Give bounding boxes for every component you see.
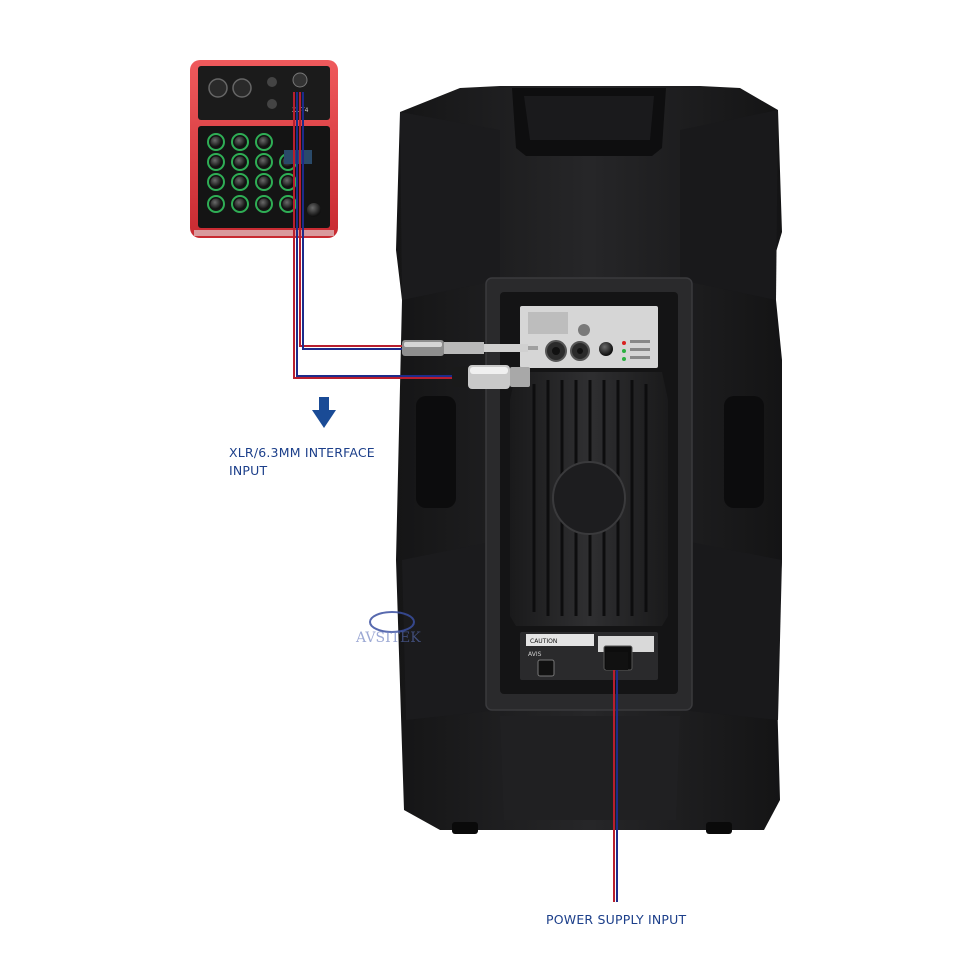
mixer-knob-ring [255, 153, 273, 171]
mixer-knob [234, 198, 246, 210]
audio-mixer: XL-T4 [190, 60, 338, 238]
power-plug [606, 652, 628, 670]
interface-input-label: XLR/6.3MM INTERFACE INPUT [229, 444, 429, 480]
mixer-knob [258, 156, 270, 168]
mixer-knob [282, 176, 294, 188]
mixer-knob [258, 198, 270, 210]
brand-label: AVIS [528, 651, 542, 658]
jack-plug [402, 340, 538, 356]
mixer-knob [210, 136, 222, 148]
watermark-text: AVSITEK [355, 630, 421, 646]
mixer-knob-ring [207, 133, 225, 151]
mixer-knob-ring [255, 173, 273, 191]
mixer-knob-ring [255, 195, 273, 213]
watermark-logo: AVSITEK [355, 611, 421, 646]
mixer-knob [234, 156, 246, 168]
mixer-knob [210, 156, 222, 168]
mixer-knob-ring [207, 173, 225, 191]
mixer-knob-ring [231, 195, 249, 213]
mixer-knob-ring [207, 153, 225, 171]
mixer-knob-ring [231, 153, 249, 171]
mixer-knob-ring [231, 173, 249, 191]
interface-input-line2: INPUT [229, 463, 268, 478]
mixer-knob [210, 176, 222, 188]
down-arrow-icon [312, 397, 336, 428]
audio-cables [293, 92, 618, 902]
mixer-knob [258, 136, 270, 148]
mixer-knob [234, 136, 246, 148]
speaker-cabinet: CAUTION AVIS [396, 86, 782, 834]
xlr-plug [452, 365, 530, 389]
mixer-knob-ring [231, 133, 249, 151]
power-supply-input-label: POWER SUPPLY INPUT [546, 912, 687, 927]
mixer-knob-ring [255, 133, 273, 151]
mixer-knob [210, 198, 222, 210]
interface-input-line1: XLR/6.3MM INTERFACE [229, 445, 375, 460]
caution-label: CAUTION [530, 638, 557, 645]
mixer-knob-ring [207, 195, 225, 213]
mixer-knob [258, 176, 270, 188]
mixer-knob [234, 176, 246, 188]
mixer-knob [282, 198, 294, 210]
